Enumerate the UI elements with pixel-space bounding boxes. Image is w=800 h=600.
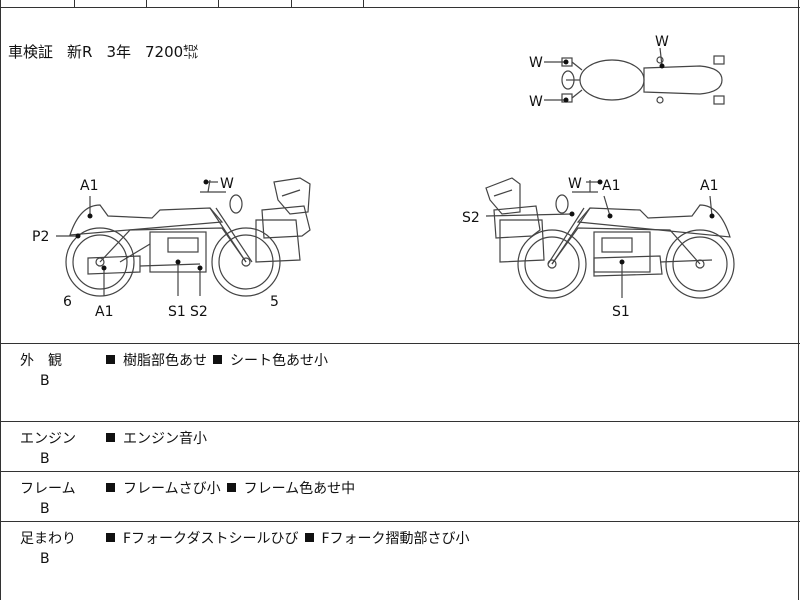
motorcycle-top-view — [544, 47, 725, 105]
row-category: フレーム — [20, 481, 76, 497]
left-label-a1-lower: A1 — [95, 304, 113, 320]
bullet-square-icon — [106, 533, 115, 542]
row-grade: B — [40, 551, 50, 567]
inspection-years: 3年 — [106, 43, 131, 61]
row-notes: Fフォークダストシールひび Fフォーク摺動部さび小 — [106, 528, 476, 548]
inspection-info: 車検証新R 3年 7200㌖ — [8, 41, 212, 62]
left-label-5: 5 — [270, 294, 279, 310]
note-item: Fフォークダストシールひび — [123, 531, 299, 547]
row-category: エンジン — [20, 431, 76, 447]
bullet-square-icon — [304, 533, 314, 542]
motorcycle-right-view — [485, 177, 735, 299]
header-strip — [0, 0, 800, 8]
bullet-square-icon — [226, 483, 236, 492]
row-category: 外 観 — [20, 353, 62, 369]
condition-row-exterior: 外 観 B 樹脂部色あせ シート色あせ小 — [0, 344, 800, 422]
right-label-a1-left: A1 — [602, 178, 620, 194]
motorcycle-left-view — [65, 177, 311, 297]
left-label-6: 6 — [63, 294, 72, 310]
right-label-a1-right: A1 — [700, 178, 718, 194]
note-item: 樹脂部色あせ — [123, 353, 207, 369]
motorcycle-diagrams: W W W A1 W P2 6 A1 S1 S2 5 W A1 A1 S2 S1 — [32, 34, 735, 320]
note-item: シート色あせ小 — [230, 353, 328, 369]
top-view-label-w2: W — [529, 55, 543, 71]
bullet-square-icon — [106, 483, 115, 492]
bullet-square-icon — [213, 355, 222, 364]
note-item: Fフォーク摺動部さび小 — [321, 531, 470, 547]
left-label-w: W — [220, 176, 234, 192]
right-label-w: W — [568, 176, 582, 192]
right-label-s1: S1 — [612, 304, 630, 320]
top-view-label-w3: W — [529, 94, 543, 110]
row-grade: B — [40, 373, 50, 389]
row-grade: B — [40, 451, 50, 467]
row-grade: B — [40, 501, 50, 517]
condition-row-suspension: 足まわり B Fフォークダストシールひび Fフォーク摺動部さび小 — [0, 522, 800, 600]
top-view-label-w1: W — [655, 34, 669, 50]
note-item: フレーム色あせ中 — [243, 481, 356, 497]
note-item: エンジン音小 — [123, 431, 207, 447]
row-category: 足まわり — [20, 531, 76, 547]
left-label-s1: S1 — [168, 304, 186, 320]
bullet-square-icon — [106, 355, 115, 364]
left-label-a1-upper: A1 — [80, 178, 98, 194]
right-label-s2: S2 — [462, 210, 480, 226]
row-notes: 樹脂部色あせ シート色あせ小 — [106, 350, 334, 370]
note-item: フレームさび小 — [123, 481, 221, 497]
left-label-s2: S2 — [190, 304, 208, 320]
inspection-label: 車検証 — [8, 43, 54, 61]
condition-row-engine: エンジン B エンジン音小 — [0, 422, 800, 472]
bullet-square-icon — [106, 433, 115, 442]
mileage: 7200㌖ — [145, 43, 199, 61]
damage-diagram-area: 車検証新R 3年 7200㌖ — [0, 8, 800, 344]
condition-row-frame: フレーム B フレームさび小 フレーム色あせ中 — [0, 472, 800, 522]
registration-type: 新R — [67, 43, 93, 61]
row-notes: エンジン音小 — [106, 428, 213, 448]
row-notes: フレームさび小 フレーム色あせ中 — [106, 478, 361, 498]
left-label-p2: P2 — [32, 229, 49, 245]
